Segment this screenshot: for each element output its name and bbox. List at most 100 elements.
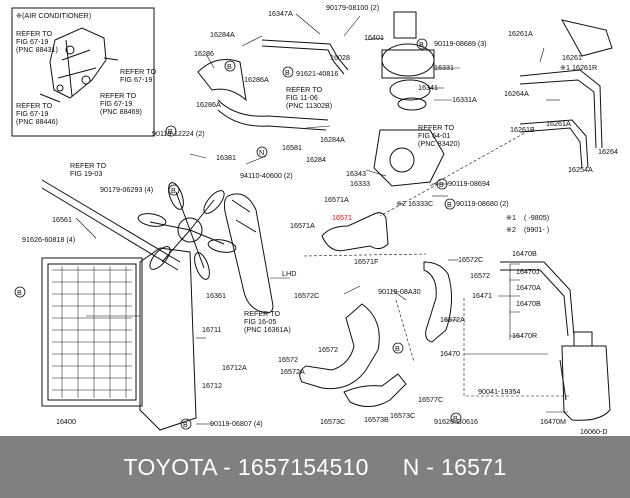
part-label: 90179-06293 (4) [100, 185, 153, 194]
part-label: 16572 [470, 271, 490, 280]
b-marker: B [171, 186, 176, 195]
fan-hub [177, 217, 203, 243]
part-label: 16264 [598, 147, 618, 156]
part-number-footer: TOYOTA - 1657154510 N - 16571 [0, 436, 630, 498]
part-label: 16361 [206, 291, 226, 300]
part-label: 16573C [320, 417, 345, 426]
part-label: 16401 [364, 33, 384, 42]
part-label: 16572 [278, 355, 298, 364]
part-label: 16712A [222, 363, 247, 372]
part-label: 16028 [330, 53, 350, 62]
part-label: 16561 [52, 215, 72, 224]
part-label: LHD [282, 269, 296, 278]
part-label: 16571 [332, 213, 352, 222]
b-marker: B [395, 344, 400, 353]
part-label: 16470B [512, 249, 537, 258]
b-marker: B [227, 62, 232, 71]
brand-part-number: TOYOTA - 1657154510 [123, 453, 369, 480]
part-label: 16333 [350, 179, 370, 188]
part-label: 16331A [452, 95, 477, 104]
part-label: 16331 [434, 63, 454, 72]
part-label: 16581 [282, 143, 302, 152]
inset-frame [11, 7, 155, 137]
part-label: 16381 [216, 153, 236, 162]
part-label: 16261A [508, 29, 533, 38]
part-label: ※2 16333C [396, 199, 433, 208]
part-label: 16261B [510, 125, 535, 134]
diagram-part-number: N - 16571 [402, 453, 507, 480]
legend-mark: ※2 [506, 225, 516, 234]
part-label: 16341 [418, 83, 438, 92]
part-label: 16284 [306, 155, 326, 164]
part-label: 91626-G0616 [434, 417, 478, 426]
legend-range: (9901- ) [524, 225, 549, 234]
b-marker: B [453, 414, 458, 423]
part-label: 94110-40600 (2) [240, 171, 293, 180]
b-marker: B [447, 200, 452, 209]
part-label: 16343 [346, 169, 366, 178]
part-label: 16400 [56, 417, 76, 426]
n-marker: N [259, 148, 264, 157]
b-marker: B [419, 40, 424, 49]
reservoir-tank [561, 345, 611, 421]
part-label: 16572C [458, 255, 483, 264]
part-label: 16470A [516, 283, 541, 292]
part-label: 16470 [440, 349, 460, 358]
part-label: 16573B [364, 415, 389, 424]
b-marker: B [183, 420, 188, 429]
part-label: 90119-06807 (4) [210, 419, 263, 428]
part-label: 90119-08694 [448, 179, 490, 188]
part-label: 16470B [516, 299, 541, 308]
part-label: 91626-60818 (4) [22, 235, 75, 244]
b-marker: B [439, 180, 444, 189]
part-label: 16573C [390, 411, 415, 420]
b-marker: B [285, 68, 290, 77]
part-label: 16572C [294, 291, 319, 300]
part-label: 90119-08A30 [378, 287, 421, 296]
legend-mark: ※1 [506, 213, 516, 222]
part-label: 16284A [210, 30, 235, 39]
part-label: 91621-40816 [296, 69, 338, 78]
part-label: 16577C [418, 395, 443, 404]
part-label: 16470M [540, 417, 566, 426]
part-label: 16261 [562, 53, 582, 62]
radiator [41, 257, 143, 407]
part-label: 16060-D [580, 427, 608, 436]
legend-range: ( -9805) [524, 213, 549, 222]
part-label: 90179-08100 (2) [326, 3, 379, 12]
part-label: 16261A [546, 119, 571, 128]
part-label: 16571A [324, 195, 349, 204]
part-label: 16264A [504, 89, 529, 98]
b-marker: B [168, 127, 173, 136]
part-label: 90119-12224 (2) [152, 129, 205, 138]
part-label: 16712 [202, 381, 222, 390]
part-label: 16284A [320, 135, 345, 144]
part-label: 16347A [268, 9, 293, 18]
part-label: 16286 [194, 49, 214, 58]
part-label: 16286A [244, 75, 269, 84]
part-label: 90041-19354 [478, 387, 520, 396]
part-label: 16571A [290, 221, 315, 230]
part-label: 16572A [440, 315, 465, 324]
part-label: 16470J [516, 267, 540, 276]
part-label: 16572 [318, 345, 338, 354]
hose-16571 [321, 212, 389, 252]
inset-title: ※(AIR CONDITIONER) [16, 11, 91, 20]
part-label: 16471 [472, 291, 492, 300]
fan-belt [223, 193, 274, 314]
part-label: 16470R [512, 331, 537, 340]
part-label: 90119-08680 (2) [456, 199, 509, 208]
part-label: ※1 16261R [560, 63, 597, 72]
part-label: 16571F [354, 257, 379, 266]
part-label: 16572A [280, 367, 305, 376]
part-label: 16711 [202, 325, 221, 334]
part-label: 90119-08689 (3) [434, 39, 487, 48]
